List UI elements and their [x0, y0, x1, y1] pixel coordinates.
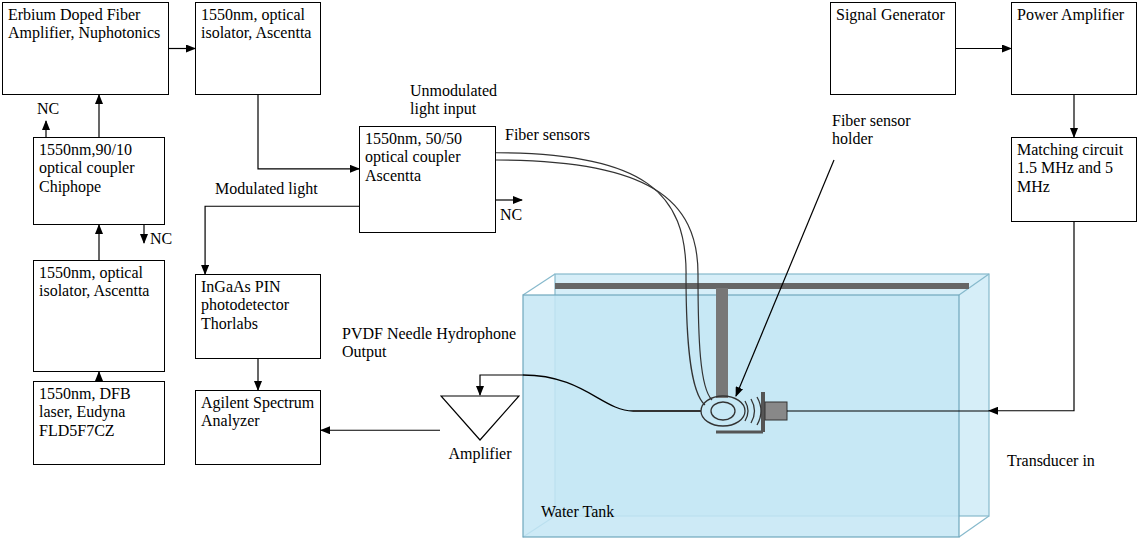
connector	[205, 206, 359, 274]
signal-label: Modulated light	[215, 180, 318, 198]
isolator-box: 1550nm, optical isolator, Ascentta	[195, 2, 321, 95]
connector	[956, 48, 1011, 49]
needle-hydrophone	[633, 410, 701, 412]
matching-circuit-box: Matching circuit 1.5 MHz and 5 MHz	[1011, 137, 1137, 222]
label-holder: PVDF Needle Hydrophone Output	[342, 325, 518, 362]
photodetector-box: InGaAs PIN photodetector Thorlabs	[195, 274, 321, 359]
connector	[1073, 95, 1074, 137]
generator-box: Signal Generator	[830, 2, 956, 95]
connector	[257, 359, 258, 390]
signal-label: Unmodulated light input	[410, 82, 520, 119]
node-text: Agilent Spectrum Analyzer	[201, 394, 315, 431]
connector	[98, 225, 99, 260]
label-holder: NC	[37, 100, 59, 118]
label-holder: Unmodulated light input	[410, 82, 520, 119]
part-label: Fiber sensor holder	[832, 112, 932, 149]
isolator-box: 1550nm, optical isolator, Ascentta	[33, 260, 165, 372]
nc-arrow	[45, 121, 46, 137]
label-holder: Fiber sensor holder	[832, 112, 932, 149]
label-holder: Transducer in	[1007, 452, 1095, 470]
nc-arrow	[143, 225, 144, 243]
nc-label: NC	[150, 230, 172, 248]
connector	[258, 95, 359, 169]
fiber-sensor	[686, 274, 705, 405]
nc-arrow	[496, 199, 522, 200]
label-holder: Modulated light	[215, 180, 318, 198]
connector	[989, 222, 1074, 411]
coupler-box: 1550nm, 50/50 optical coupler Ascentta	[359, 126, 496, 233]
transducer-cable	[787, 410, 989, 411]
amplifier-symbol	[440, 395, 520, 441]
fiber-sensor	[496, 160, 712, 400]
node-text: InGaAs PIN photodetector Thorlabs	[201, 278, 315, 333]
analyzer-box: Agilent Spectrum Analyzer	[195, 390, 321, 465]
label-holder: NC	[500, 206, 522, 224]
node-text: Amplifier	[440, 445, 520, 463]
connector	[169, 48, 195, 49]
amplifier-triangle: Amplifier	[440, 395, 520, 470]
node-text: 1550nm,90/10 optical coupler Chiphope	[39, 141, 159, 196]
leader-line	[736, 160, 834, 396]
connector	[321, 430, 440, 431]
label-holder: Fiber sensors	[505, 126, 590, 144]
node-text: Power Amplifier	[1017, 6, 1131, 24]
power-amplifier-box: Power Amplifier	[1011, 2, 1137, 95]
node-text: 1550nm, DFB laser, Eudyna FLD5F7CZ	[39, 385, 159, 440]
hydrophone-cable	[523, 375, 633, 411]
connector	[98, 372, 99, 381]
node-text: Erbium Doped Fiber Amplifier, Nuphotonic…	[8, 6, 163, 43]
water-tank: Water Tank	[523, 274, 989, 537]
water-tank	[523, 274, 989, 537]
label-holder: NC	[150, 230, 172, 248]
signal-label: Transducer in	[1007, 452, 1095, 470]
node-text: 1550nm, 50/50 optical coupler Ascentta	[365, 130, 490, 185]
node-text: Matching circuit 1.5 MHz and 5 MHz	[1017, 141, 1131, 196]
node-text: 1550nm, optical isolator, Ascentta	[201, 6, 315, 43]
connector	[480, 375, 523, 395]
coupler-box: 1550nm,90/10 optical coupler Chiphope	[33, 137, 165, 225]
node-text: Water Tank	[541, 503, 614, 521]
holder-post	[716, 288, 728, 398]
node-text: 1550nm, optical isolator, Ascentta	[39, 264, 159, 301]
node-text: Signal Generator	[836, 6, 950, 24]
signal-label: PVDF Needle Hydrophone Output	[342, 325, 518, 362]
mounting-rail	[555, 283, 969, 289]
amplifier-box: Erbium Doped Fiber Amplifier, Nuphotonic…	[2, 2, 169, 95]
connector	[98, 95, 99, 137]
ultrasound-transducer	[765, 402, 787, 420]
nc-label: NC	[37, 100, 59, 118]
laser-box: 1550nm, DFB laser, Eudyna FLD5F7CZ	[33, 381, 165, 465]
nc-label: NC	[500, 206, 522, 224]
fiber-sensor	[496, 153, 686, 274]
fiber-label: Fiber sensors	[505, 126, 590, 144]
